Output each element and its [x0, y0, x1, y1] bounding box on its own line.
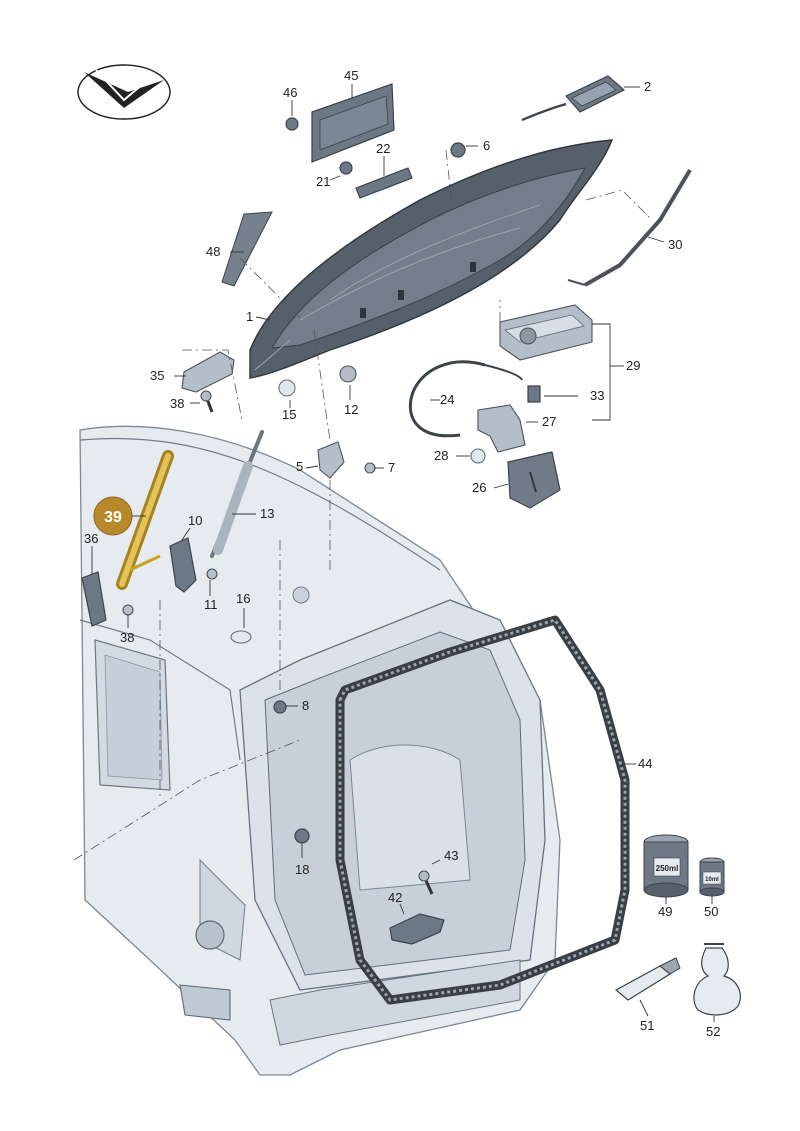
callout-52: 52: [706, 1024, 720, 1039]
callout-38-bottom: 38: [120, 630, 134, 645]
callout-48: 48: [206, 244, 220, 259]
callout-35: 35: [150, 368, 164, 383]
callout-16: 16: [236, 591, 250, 606]
callout-28: 28: [434, 448, 448, 463]
callout-49: 49: [658, 904, 672, 919]
vehicle-body-shell: [79, 425, 561, 1076]
callout-12: 12: [344, 402, 358, 417]
trim-strip-48: [221, 211, 273, 287]
tube-51: [614, 957, 681, 1001]
switch-unit-2: [521, 75, 626, 122]
callout-38-top: 38: [170, 396, 184, 411]
callout-11: 11: [204, 597, 218, 612]
cable-24: [408, 360, 523, 438]
trim-panel-45: [311, 83, 395, 163]
callout-46: 46: [283, 85, 297, 100]
callout-15: 15: [282, 407, 296, 422]
can-10ml-label: 10ml: [705, 877, 719, 883]
bracket-10: [169, 537, 197, 593]
callout-1: 1: [246, 309, 253, 324]
callout-45: 45: [344, 68, 358, 83]
callout-26: 26: [472, 480, 486, 495]
clip-28: [470, 448, 486, 464]
callout-6: 6: [483, 138, 490, 153]
connector-33: [527, 385, 541, 403]
callout-2: 2: [644, 79, 651, 94]
callout-labels: 2 45 46 6 22 21 48 30 1 29 35 33 24 38 1…: [84, 68, 720, 1039]
reference-lines: [73, 149, 651, 861]
callout-10: 10: [188, 513, 202, 528]
callout-13: 13: [260, 506, 274, 521]
bracket-42: [389, 913, 445, 945]
can-250ml-label: 250ml: [656, 864, 679, 873]
strip-22: [355, 167, 413, 199]
hinge-5: [317, 441, 345, 479]
callout-8: 8: [302, 698, 309, 713]
callout-7: 7: [388, 460, 395, 475]
callout-50: 50: [704, 904, 718, 919]
cable-30: [567, 168, 692, 287]
callout-18: 18: [295, 862, 309, 877]
bag-52: [693, 943, 741, 1016]
gas-strut-13: [210, 430, 264, 558]
callout-42: 42: [388, 890, 402, 905]
highlight-badge-39: 39: [93, 496, 133, 536]
callout-51: 51: [640, 1018, 654, 1033]
motor-unit-29: [499, 304, 593, 361]
callout-43: 43: [444, 848, 458, 863]
leader-lines: [91, 84, 715, 1022]
can-10ml-50: 10ml: [699, 857, 725, 897]
callout-22: 22: [376, 141, 390, 156]
callout-27: 27: [542, 414, 556, 429]
callout-44: 44: [638, 756, 652, 771]
bracket-36: [81, 571, 107, 627]
tailgate-panel: [249, 139, 614, 379]
gas-strut-39-highlighted: [116, 450, 174, 590]
callout-36: 36: [84, 531, 98, 546]
door-seal-44: [335, 615, 630, 1005]
callout-24: 24: [440, 392, 454, 407]
callout-33: 33: [590, 388, 604, 403]
callout-29: 29: [626, 358, 640, 373]
hinge-35: [181, 351, 235, 393]
fasteners: [122, 117, 466, 895]
can-250ml-49: 250ml: [643, 834, 689, 898]
striker-cover-26: [507, 451, 561, 509]
callout-21: 21: [316, 174, 330, 189]
manufacturer-logo: [77, 64, 171, 120]
callout-30: 30: [668, 237, 682, 252]
callout-5: 5: [296, 459, 303, 474]
callout-39: 39: [104, 509, 122, 526]
lock-27: [477, 404, 526, 453]
